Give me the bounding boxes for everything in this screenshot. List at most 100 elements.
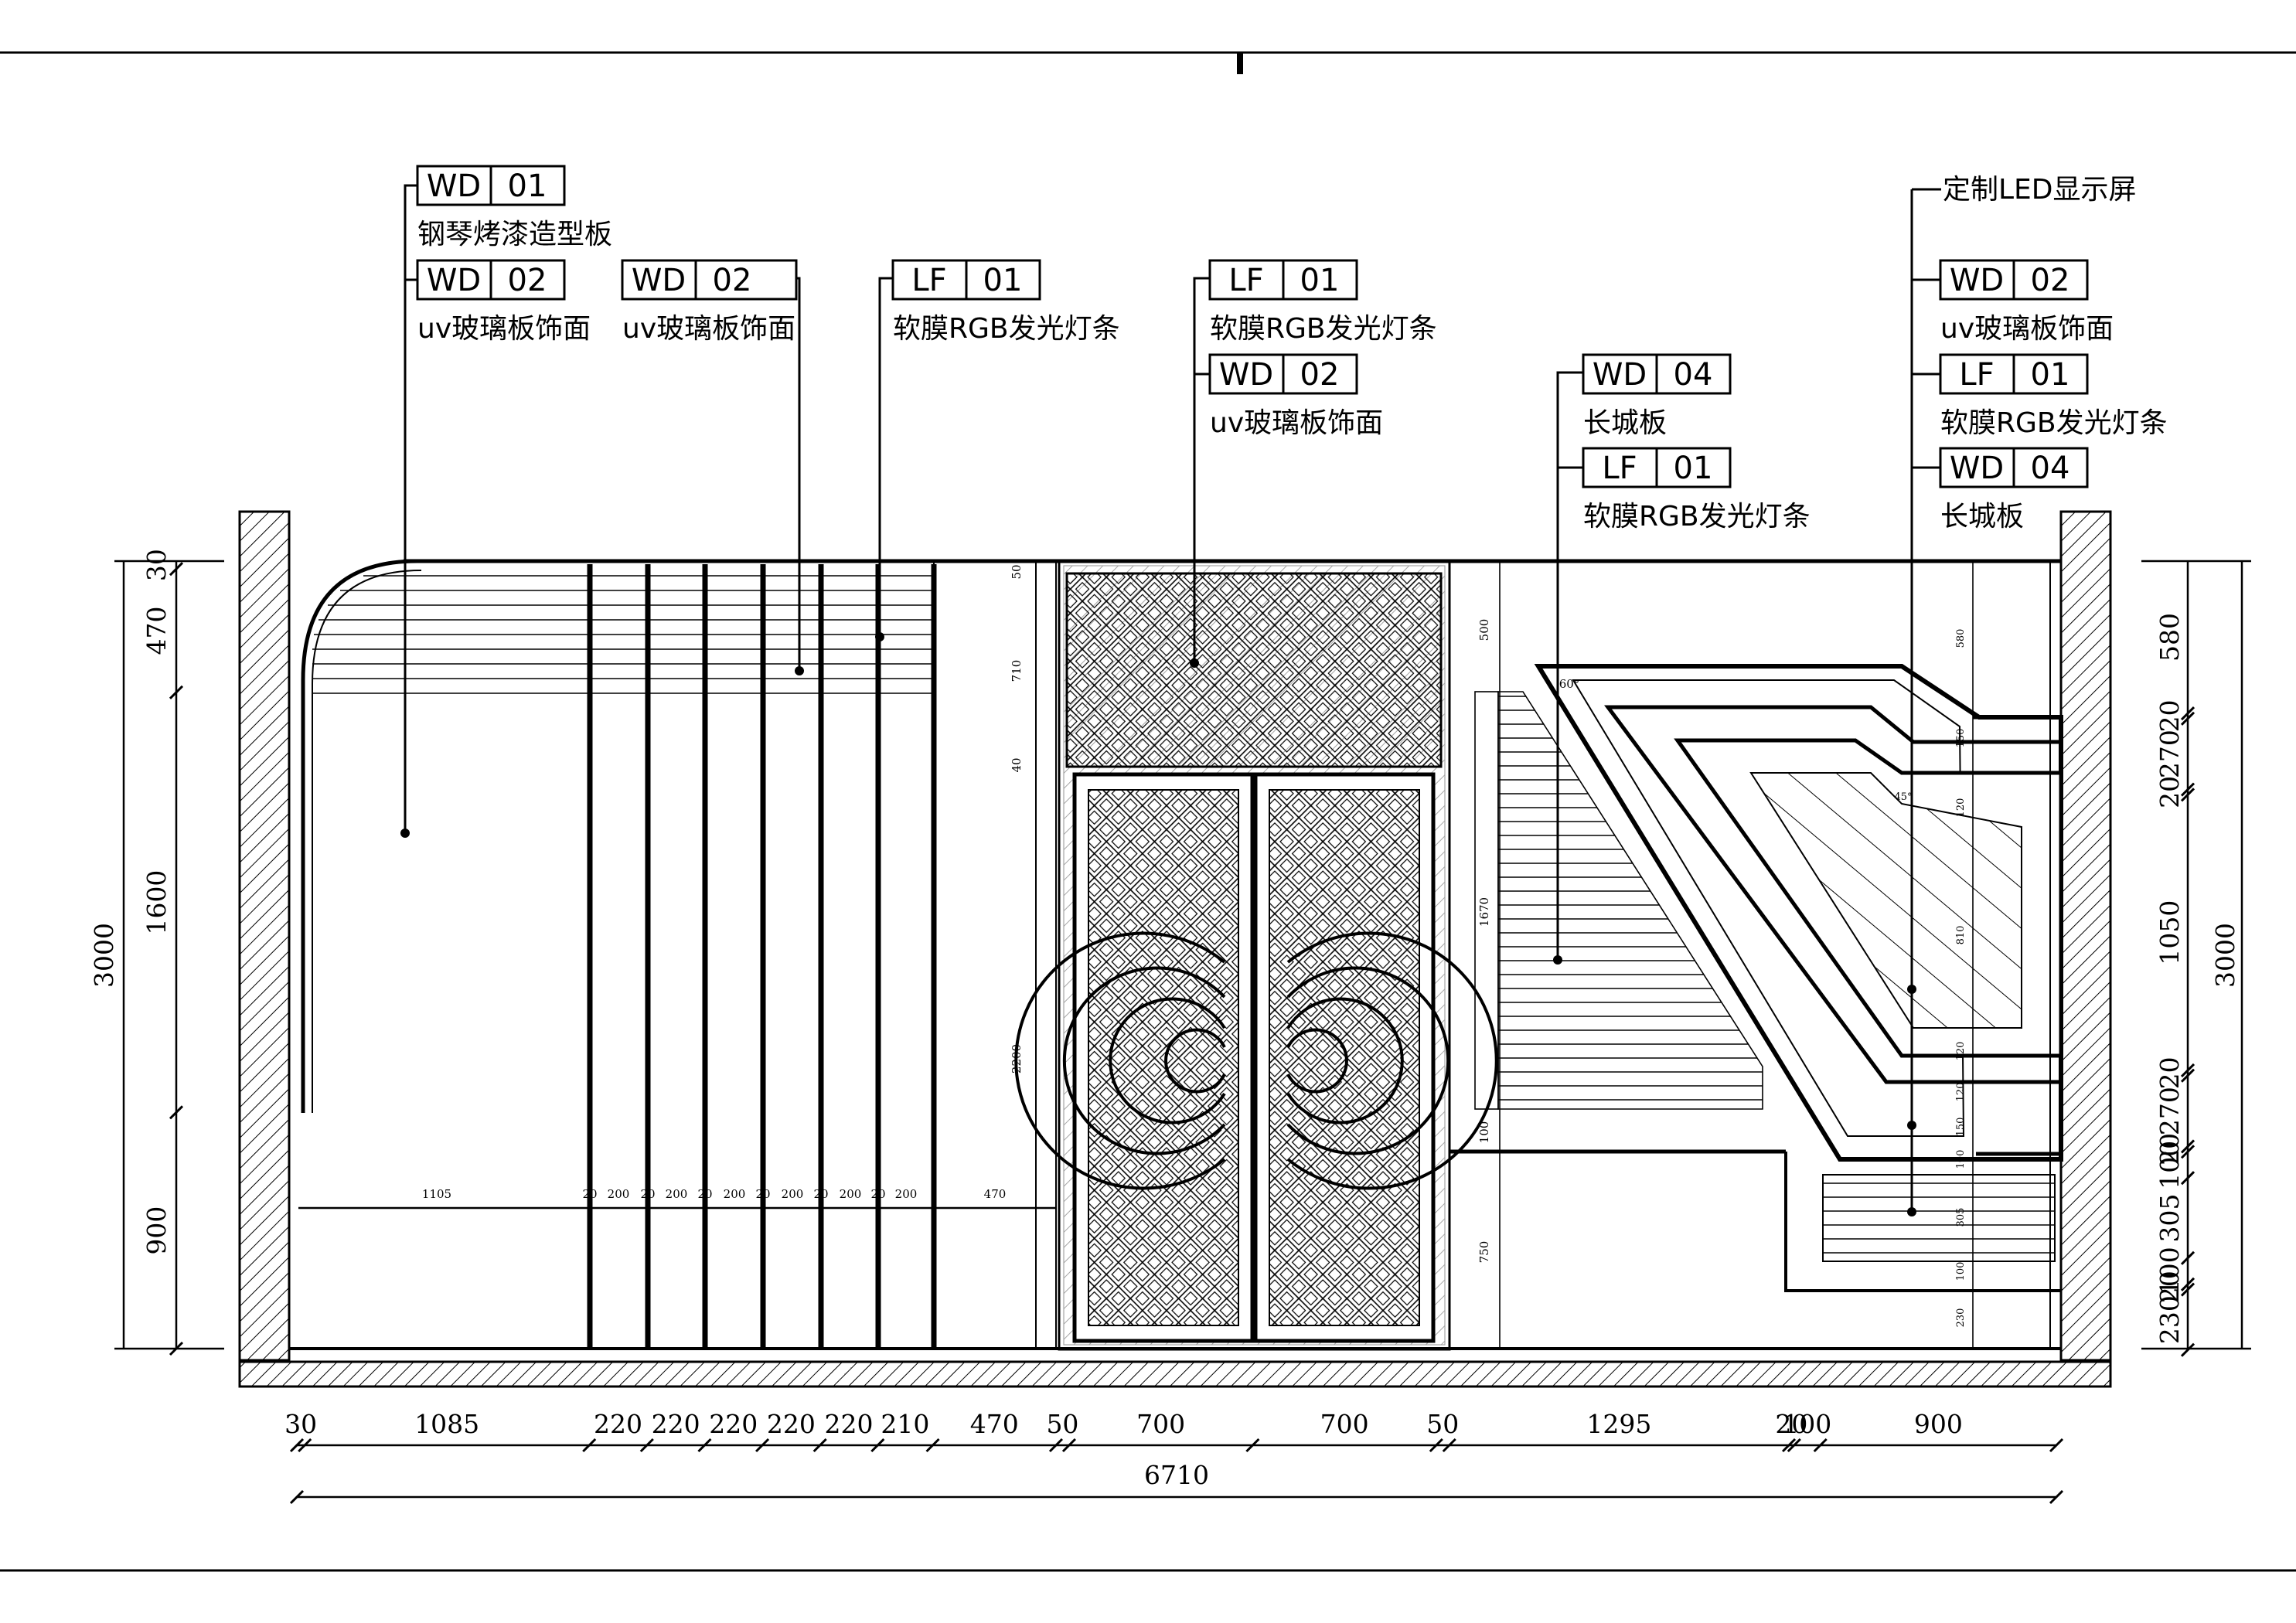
dimension-tick [582,1438,597,1453]
dimension-tick [1429,1438,1443,1453]
inner-row-dimension-label: 20 [813,1187,828,1201]
tag-note: uv玻璃板饰面 [417,313,591,345]
inner-row-dimension-label: 1105 [422,1187,451,1201]
tag-wd02-left: WD 02 uv玻璃板饰面 [416,259,591,345]
right-zone [1449,561,2063,1349]
left-dimension-label: 470 [141,607,172,655]
dimension-tick [755,1438,770,1453]
bottom-dimension-label: 220 [652,1409,700,1439]
total-width-label: 6710 [1144,1460,1209,1490]
stepped-panel [1497,691,1763,1110]
tag-code: WD [1950,451,2004,486]
dimension-tick [1813,1438,1828,1453]
angle-label: 45° [1894,791,1912,803]
vertical-bars [587,564,937,1349]
tag-lf01-door: LF 01 软膜RGB发光灯条 [1208,259,1437,345]
bottom-dimension-label: 220 [709,1409,758,1439]
bottom-dimension-label: 1295 [1586,1409,1651,1439]
dimension-tick [697,1438,712,1453]
right-dimension-label: 20 [2155,1133,2185,1165]
top-stripes [312,575,934,694]
tag-number: 01 [983,263,1023,298]
tag-number: 02 [1300,357,1340,393]
tag-lf01-right: LF 01 软膜RGB发光灯条 [1939,353,2168,439]
tag-note: 长城板 [1940,501,2024,532]
bottom-dimension-label: 700 [1320,1409,1369,1439]
middle-height-dimension-label: 750 [1477,1241,1491,1264]
tag-code: WD [427,168,481,204]
right-dimension-label: 270 [2155,730,2185,778]
side-walls [238,510,2112,1388]
tag-number: 02 [2031,263,2070,298]
left-zone [298,561,1057,1349]
tag-wd01-left: WD 01 钢琴烤漆造型板 [416,165,612,250]
right-wall [2059,510,2112,1362]
inner-row-dimension-label: 200 [608,1187,630,1201]
bottom-dimension-label: 20 [1775,1409,1807,1439]
right-dimension-label: 580 [2155,613,2185,662]
inner-row-dimension-label: 20 [640,1187,655,1201]
middle-height-dimension-label: 100 [1477,1121,1491,1144]
dimension-tick [2180,1250,2196,1265]
floor-slab [238,1360,2112,1388]
tag-lf01-first: LF 01 软膜RGB发光灯条 [891,259,1120,345]
inner-row-dimension-label: 20 [870,1187,885,1201]
left-total-height-label: 3000 [89,923,119,988]
left-wall [238,510,291,1362]
angle-label: 60° [1559,677,1580,691]
led-screen-note: 定制LED显示屏 [1912,174,2137,206]
bottom-dimension-label: 700 [1136,1409,1185,1439]
tag-number: 01 [508,168,547,204]
right-height-dimension-label: 100 [1955,1150,1967,1169]
left-dimension-label: 900 [141,1206,172,1255]
right-dimension-label: 20 [2155,776,2185,808]
tag-number: 02 [508,263,547,298]
bottom-dimension-label: 100 [1783,1409,1831,1439]
dimension-tick [289,1438,305,1453]
dimension-tick [1787,1438,1801,1453]
tag-code: WD [632,263,686,298]
door-height-dimension-label: 50 [1010,564,1024,579]
right-dimension-label: 270 [2155,1087,2185,1135]
right-height-dimension-label: 580 [1955,629,1967,648]
inner-row-dimension-label: 20 [582,1187,597,1201]
sheet-frame [0,51,2296,1572]
right-dimension-label: 305 [2155,1194,2185,1243]
tag-code: LF [1228,263,1263,298]
dimension-tick [2180,706,2196,721]
tag-wd04-mid: WD 04 长城板 [1582,353,1732,439]
right-dimension-label: 20 [2155,1056,2185,1089]
door-height-dimension-label: 710 [1010,660,1024,682]
tag-note: 软膜RGB发光灯条 [1940,407,2168,439]
right-height-dimension-label: 120 [1955,798,1967,818]
dimension-tick [925,1438,940,1453]
dimension-tick [870,1438,885,1453]
dimension-tick [2180,1063,2196,1078]
door-height-dimension-label: 2200 [1010,1044,1024,1073]
dimension-tick [169,685,184,699]
tag-note: 软膜RGB发光灯条 [1583,501,1811,532]
dimension-tick [1061,1438,1076,1453]
inner-row-dimension-label: 20 [697,1187,712,1201]
bottom-dimension-label: 220 [594,1409,642,1439]
right-dimension-label: 100 [2155,1141,2185,1189]
bottom-dimension-label: 50 [1046,1409,1078,1439]
tag-number: 01 [2031,357,2070,393]
step-block [1822,1174,2056,1262]
tag-number: 01 [1300,263,1340,298]
right-height-dimension-label: 120 [1955,1083,1967,1102]
tag-code: LF [911,263,946,298]
tag-code: WD [1950,263,2004,298]
right-dimension-label: 230 [2155,1295,2185,1344]
bottom-dimension-label: 220 [767,1409,816,1439]
dimension-tick [298,1438,312,1453]
material-tags: WD 01 钢琴烤漆造型板 WD 02 uv玻璃板饰面 WD 02 uv玻璃板饰… [416,165,2168,532]
tag-wd02-second: WD 02 uv玻璃板饰面 [621,259,798,345]
tag-code: WD [1593,357,1647,393]
middle-height-dimension-label: 1670 [1477,897,1491,927]
dimension-tick [2180,1277,2196,1291]
leader-lines [404,184,1913,1212]
right-height-dimension-label: 230 [1955,1308,1967,1328]
dimension-tick [2180,788,2196,802]
